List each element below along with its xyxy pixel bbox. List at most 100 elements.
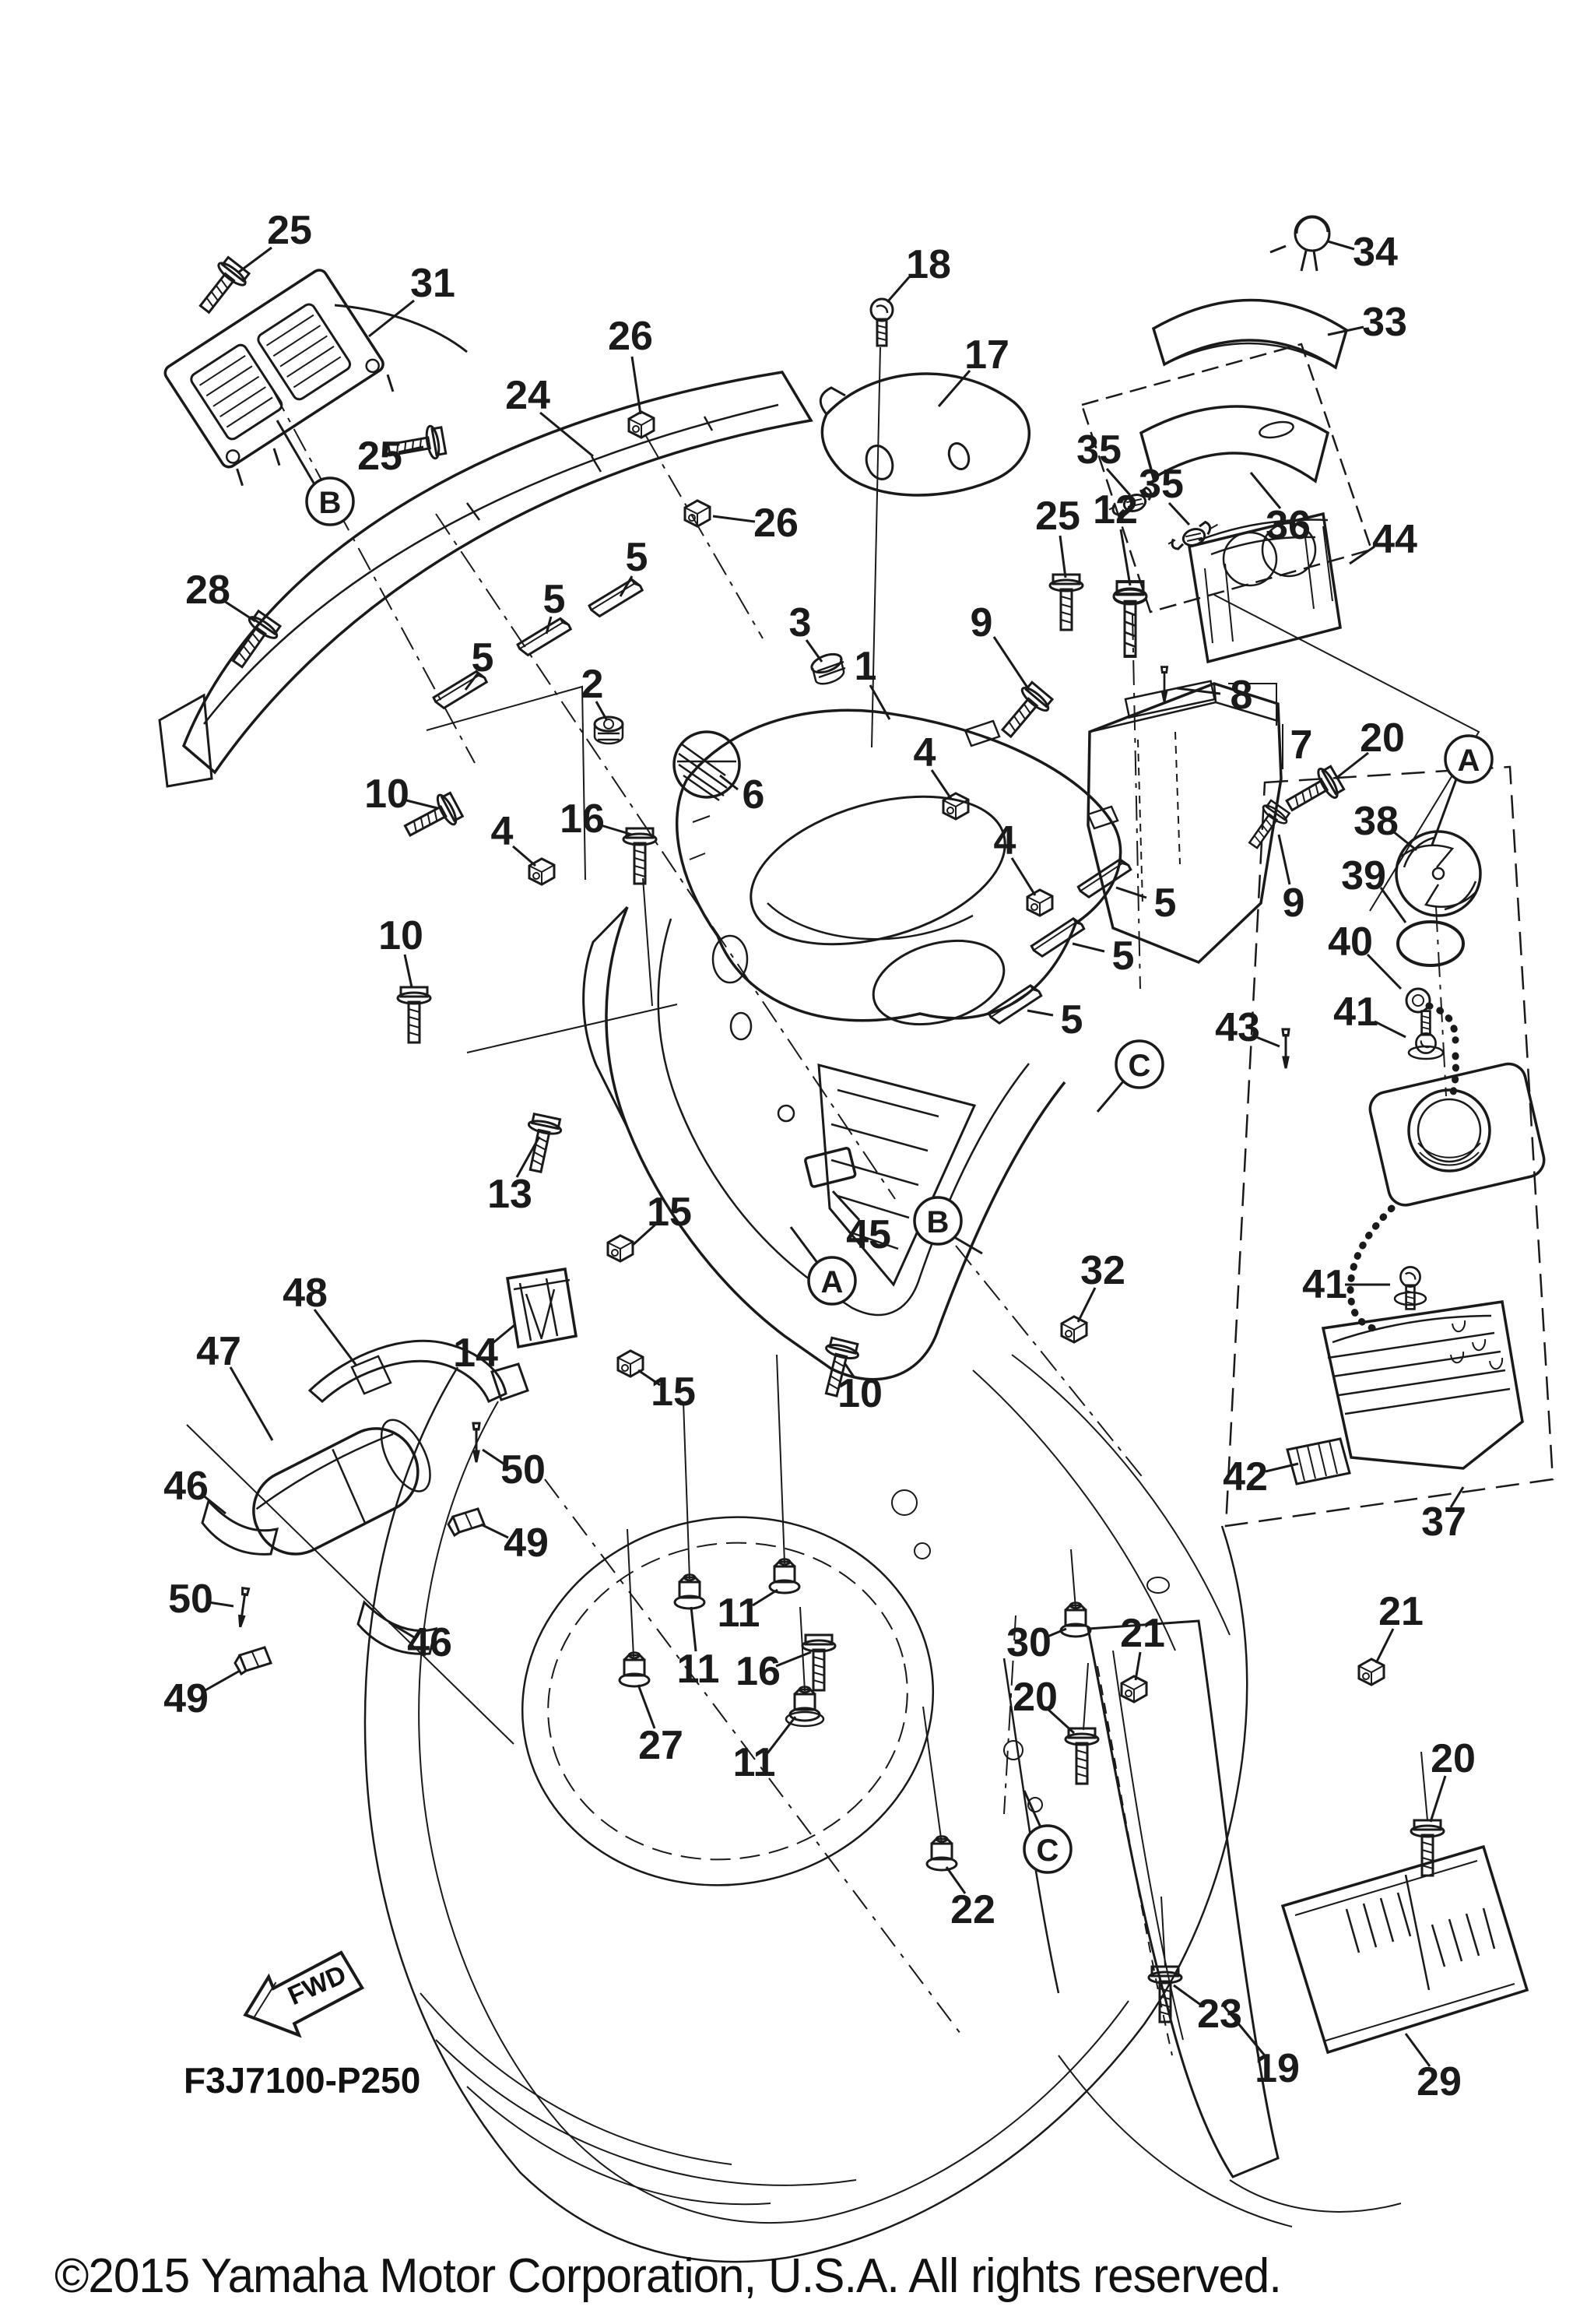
hull-deck — [363, 1354, 1402, 2263]
callout-label-46: 46 — [163, 1464, 209, 1509]
callout-label-33: 33 — [1362, 300, 1407, 345]
callout-label-28: 28 — [185, 568, 230, 613]
ref-letter-B: B — [319, 486, 342, 520]
part-33-36-lid-group — [1080, 215, 1373, 614]
callout-label-32: 32 — [1080, 1248, 1125, 1293]
callout-label-25: 25 — [357, 434, 402, 479]
callout-leader-13 — [515, 1136, 541, 1178]
callout-leader-31 — [368, 299, 415, 338]
callout-label-24: 24 — [505, 373, 550, 418]
callout-label-38: 38 — [1353, 799, 1399, 844]
callout-label-41: 41 — [1302, 1262, 1347, 1307]
callout-leader-36 — [1249, 472, 1282, 509]
part-41-screw-a — [1407, 1010, 1445, 1060]
copyright-line: ©2015 Yamaha Motor Corporation, U.S.A. A… — [54, 2249, 1282, 2303]
callout-leader-46 — [202, 1493, 226, 1515]
ref-circle-C — [1115, 1039, 1164, 1089]
callout-leader-40 — [1366, 953, 1403, 990]
part-2-grommet — [593, 715, 624, 745]
callout-leader-32 — [1076, 1287, 1097, 1323]
callout-label-5: 5 — [1154, 881, 1177, 926]
callout-leader-26 — [712, 515, 756, 523]
leader-panels — [186, 594, 1480, 1745]
callout-leader-2 — [595, 701, 608, 720]
callout-leader-25 — [237, 246, 272, 274]
callout-label-16: 16 — [560, 796, 605, 842]
callout-leader-20 — [1047, 1708, 1076, 1735]
callout-label-41: 41 — [1333, 990, 1378, 1035]
ref-leader-A — [1431, 776, 1459, 846]
part-47-group — [201, 1339, 529, 1675]
callout-leader-5 — [464, 673, 479, 691]
callout-leader-35 — [1105, 468, 1132, 496]
callout-leader-21 — [1375, 1628, 1395, 1664]
callout-leader-10 — [403, 954, 413, 988]
callout-label-9: 9 — [1283, 881, 1305, 926]
part-29-mat — [1280, 1844, 1529, 2055]
callout-label-29: 29 — [1417, 2059, 1462, 2104]
ref-circle-A — [807, 1256, 857, 1306]
callout-label-21: 21 — [1120, 1611, 1165, 1656]
callout-label-46: 46 — [407, 1620, 452, 1665]
callout-label-25: 25 — [1035, 494, 1080, 539]
construction-lines — [272, 389, 1447, 1815]
part-37-filler-neck — [1368, 1062, 1546, 1207]
callout-leader-4 — [512, 845, 536, 867]
callout-leader-23 — [1173, 1984, 1203, 2007]
ref-leader-C — [1023, 1790, 1042, 1828]
callout-leader-33 — [1327, 325, 1364, 336]
callout-label-48: 48 — [283, 1271, 328, 1316]
callout-leader-46 — [388, 1621, 415, 1639]
callout-label-5: 5 — [1061, 997, 1083, 1042]
callout-label-20: 20 — [1431, 1736, 1476, 1781]
callout-leader-50 — [208, 1601, 234, 1608]
callout-leader-5 — [545, 616, 553, 635]
callout-leader-10 — [406, 799, 438, 810]
callout-label-9: 9 — [971, 600, 993, 645]
callout-label-5: 5 — [1112, 933, 1135, 979]
callout-label-13: 13 — [487, 1172, 532, 1217]
console-fittings — [190, 254, 1135, 1044]
callout-leader-14 — [491, 1324, 515, 1345]
callout-label-11: 11 — [718, 1591, 760, 1636]
callout-leader-37 — [1449, 1486, 1465, 1508]
ref-circle-B — [913, 1196, 963, 1246]
part-3-plug — [810, 652, 846, 685]
callout-label-15: 15 — [647, 1190, 692, 1235]
callout-leader-45 — [831, 1190, 861, 1222]
fwd-label: FWD — [283, 1960, 350, 2011]
callout-label-8: 8 — [1231, 673, 1253, 718]
callout-leader-27 — [637, 1684, 656, 1729]
callout-leader-16 — [600, 824, 633, 836]
diagram-code: F3J7100-P250 — [184, 2060, 420, 2101]
ref-leader-A — [789, 1226, 820, 1264]
callout-leader-44 — [1349, 545, 1375, 565]
part-6-cap — [672, 730, 741, 802]
callout-label-50: 50 — [168, 1577, 213, 1622]
part-13-frame — [518, 905, 1066, 1381]
ref-leader-B — [276, 420, 316, 485]
callout-label-20: 20 — [1360, 715, 1405, 761]
callout-label-26: 26 — [753, 501, 799, 546]
callout-label-16: 16 — [736, 1649, 781, 1694]
callout-leader-5 — [1027, 1009, 1054, 1017]
part-42-wedge — [1286, 1437, 1351, 1485]
part-39-oring — [1396, 920, 1465, 967]
ref-letter-A: A — [1458, 744, 1480, 778]
ref-letter-B: B — [927, 1205, 950, 1239]
callout-leader-9 — [1277, 834, 1291, 885]
callout-label-42: 42 — [1223, 1454, 1268, 1500]
part-31-bracket — [163, 269, 468, 487]
callout-leader-1 — [869, 684, 891, 720]
part-44-cup-holder — [1188, 512, 1342, 664]
callout-leader-5 — [619, 575, 634, 597]
callout-leader-22 — [945, 1866, 967, 1894]
callout-leader-43 — [1255, 1035, 1280, 1048]
callout-label-14: 14 — [453, 1331, 498, 1376]
callout-leader-29 — [1404, 2033, 1431, 2067]
callout-leader-20 — [1429, 1775, 1447, 1823]
callout-label-37: 37 — [1421, 1500, 1466, 1545]
part-41-screw-b — [1393, 1266, 1427, 1310]
callout-label-4: 4 — [994, 818, 1016, 863]
